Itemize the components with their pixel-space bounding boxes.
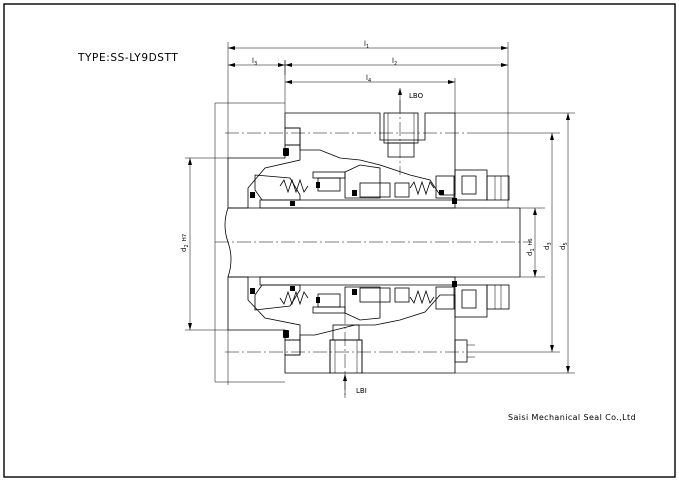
dimension-l1: l1	[228, 40, 508, 50]
dimension-d3-label: d3	[543, 242, 553, 250]
dimension-l2-label: l2	[392, 57, 397, 67]
dimension-d3: d3	[543, 133, 554, 352]
port-lbo: LBO	[398, 88, 424, 112]
sleeve-upper	[259, 199, 456, 209]
port-lbi: LBI	[343, 373, 367, 398]
housing-upper	[227, 144, 301, 209]
dimension-l2: l2	[285, 57, 508, 67]
upper-port-bore	[383, 112, 419, 144]
dimension-l4: l4	[285, 74, 455, 84]
dimension-l3: l3	[228, 57, 285, 67]
drawing-frame	[3, 3, 676, 478]
sleeve-lower	[259, 276, 456, 286]
dimension-d1: d1h6	[526, 208, 537, 277]
shaft	[224, 207, 521, 278]
seal-face-middle-lower	[359, 287, 391, 303]
extension-lines	[185, 42, 575, 385]
dimension-l1-label: l1	[364, 40, 369, 50]
drawing-title: TYPE:SS-LY9DSTT	[77, 52, 178, 64]
dimension-d2: d2H7	[180, 158, 192, 330]
company-name: Saisi Mechanical Seal Co.,Ltd	[508, 413, 636, 422]
rotating-ring-left-lower	[317, 293, 341, 308]
seal-face-middle-upper	[359, 182, 391, 198]
dimension-d5-label: d5	[559, 242, 569, 250]
port-lbi-label: LBI	[356, 387, 367, 395]
dimension-d1-label: d1h6	[526, 238, 536, 256]
housing-lower	[227, 276, 301, 341]
gland-plate-upper	[454, 169, 488, 201]
gland-lower	[284, 294, 456, 374]
rotating-ring-left-upper	[317, 177, 341, 192]
dimension-d5: d5	[559, 113, 570, 373]
dimension-d2-label: d2H7	[180, 233, 190, 252]
dimension-l4-label: l4	[366, 74, 371, 84]
seal-upper-half	[227, 112, 510, 209]
dimension-l3-label: l3	[252, 57, 257, 67]
seal-lower-half	[227, 276, 510, 374]
port-lbo-label: LBO	[409, 92, 424, 100]
